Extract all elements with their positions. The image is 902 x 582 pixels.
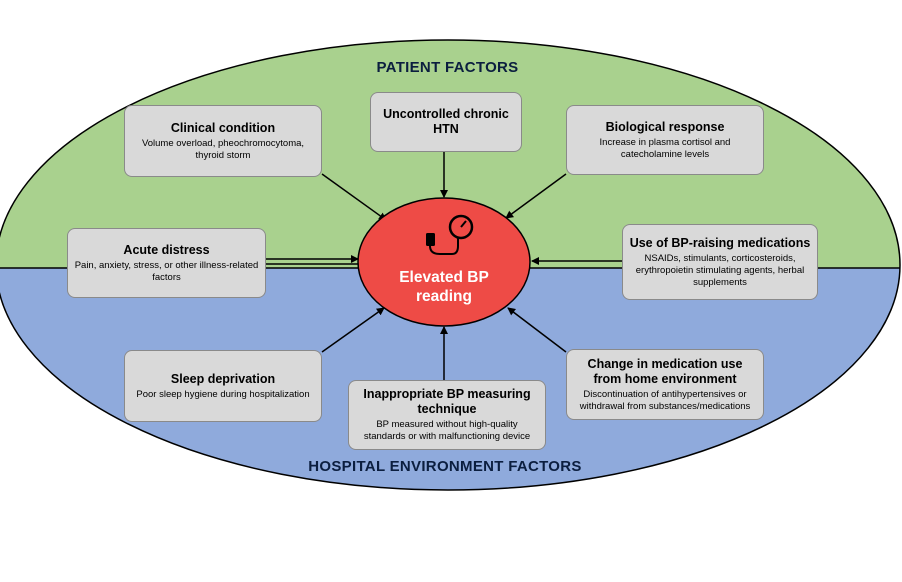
factor-uncontrolled-chronic-htn: Uncontrolled chronic HTN [370,92,522,152]
hospital-factors-region [0,268,900,490]
factor-title: Acute distress [123,242,210,257]
arrow-clinical-condition [321,173,387,221]
factor-bp-raising-medications: Use of BP-raising medications NSAIDs, st… [622,224,818,300]
arrow-biological-response [505,173,567,219]
arrow-medication-change [507,307,567,353]
hospital-environment-factors-title: HOSPITAL ENVIRONMENT FACTORS [308,458,582,475]
factor-clinical-condition: Clinical condition Volume overload, pheo… [124,105,322,177]
factor-title: Use of BP-raising medications [629,235,811,250]
factor-title: Biological response [605,119,725,134]
factor-medication-change: Change in medication use from home envir… [566,349,764,420]
factor-description: Pain, anxiety, stress, or other illness-… [74,259,259,283]
factor-title: Uncontrolled chronic HTN [383,107,509,136]
elevated-bp-line2: reading [416,288,472,305]
outer-ellipse-border [0,39,901,491]
elevated-bp-node [357,197,531,327]
elevated-bp-line1: Elevated BP [399,269,489,286]
factor-title: Clinical condition [170,120,276,135]
factor-description: Increase in plasma cortisol and catechol… [599,136,731,160]
factor-sleep-deprivation: Sleep deprivation Poor sleep hygiene dur… [124,350,322,422]
elevated-bp-label: Elevated BP reading [374,268,514,306]
factor-title: Inappropriate BP measuring technique [363,387,531,416]
arrows [266,152,622,380]
patient-factors-title: PATIENT FACTORS [376,59,519,76]
blood-pressure-gauge-icon [426,214,474,255]
factor-description: Poor sleep hygiene during hospitalizatio… [136,388,310,400]
patient-factors-region [0,40,900,268]
factor-title: Sleep deprivation [170,371,276,386]
arrow-sleep-deprivation [321,307,385,353]
factor-inappropriate-measuring-technique: Inappropriate BP measuring technique BP … [348,380,546,450]
factor-description: BP measured without high-quality standar… [363,419,531,442]
factor-biological-response: Biological response Increase in plasma c… [566,105,764,175]
factor-title: Change in medication use from home envir… [587,356,743,386]
factor-description: NSAIDs, stimulants, corticosteroids, ery… [635,252,805,288]
factor-description: Discontinuation of antihypertensives or … [579,388,751,412]
factor-description: Volume overload, pheochromocytoma, thyro… [141,137,305,161]
factor-acute-distress: Acute distress Pain, anxiety, stress, or… [67,228,266,298]
